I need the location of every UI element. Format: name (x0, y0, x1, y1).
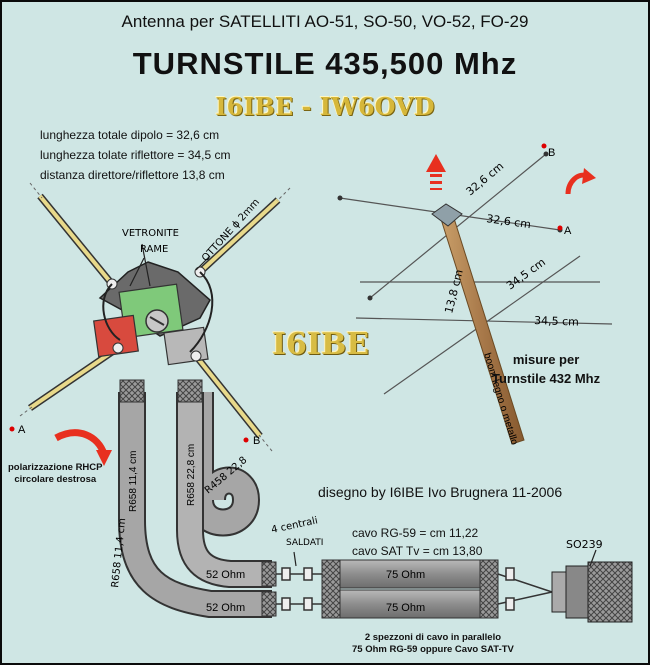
fibreglass-board (93, 261, 211, 366)
point-a-left: A (18, 424, 26, 436)
so239-label: SO239 (566, 538, 603, 551)
rhcp-arrowhead (96, 450, 112, 466)
point-b-left-dot (243, 437, 249, 443)
point-b-right: B (548, 147, 555, 159)
centrali-label: 4 centrali (270, 515, 319, 536)
measures-note: misure per Turnstile 432 Mhz (492, 350, 600, 388)
dim-dipole-2: 32,6 cm (486, 212, 532, 231)
saldati-label: SALDATI (286, 538, 323, 548)
cable-75-ohm-1: 75 Ohm (386, 569, 425, 581)
cable-75-ohm-2: 75 Ohm (386, 602, 425, 614)
dim-reflector-1: 34,5 cm (504, 256, 548, 293)
right-dipole-end-left (337, 195, 343, 201)
coax-loop (186, 392, 261, 537)
cable-52-ohm-2: 52 Ohm (206, 602, 245, 614)
page-subtitle: Antenna per SATELLITI AO-51, SO-50, VO-5… (121, 12, 529, 31)
cable-rg59-length: cavo RG-59 = cm 11,22 (352, 526, 479, 540)
cable-sat-length: cavo SAT Tv = cm 13,80 (352, 544, 483, 558)
dim-reflector-2: 34,5 cm (534, 314, 579, 329)
so239-connector (551, 561, 633, 623)
spec-dipole-length: lunghezza totale dipolo = 32,6 cm (40, 128, 220, 142)
spec-spacing: distanza direttore/riflettore 13,8 cm (40, 168, 225, 182)
point-a-right-dot (557, 225, 563, 231)
spec-reflector-length: lunghezza tolate riflettore = 34,5 cm (40, 148, 231, 162)
point-b-left: B (253, 435, 260, 447)
measures-line-2: Turnstile 432 Mhz (492, 371, 601, 386)
solder-joints (276, 567, 553, 611)
parallel-cable-note: 2 spezzoni di cavo in parallelo 75 Ohm R… (352, 632, 514, 656)
feed-wires (102, 271, 214, 353)
right-center-board (431, 203, 463, 227)
point-b-right-dot (541, 143, 547, 149)
parallel-note-line-1: 2 spezzoni di cavo in parallelo (364, 632, 502, 643)
centrali-pointer (293, 551, 297, 567)
polarization-line-2: circolare destrosa (14, 474, 97, 485)
rotation-arrowhead (582, 168, 596, 184)
parallel-note-line-2: 75 Ohm RG-59 oppure Cavo SAT-TV (352, 644, 514, 655)
phasing-cables (321, 559, 499, 619)
so239-pointer (589, 549, 597, 567)
rod-extensions (19, 182, 291, 452)
callsigns: I6IBE - IW6OVD (215, 92, 435, 121)
page-title: TURNSTILE 435,500 Mhz (132, 46, 518, 81)
polarization-note: polarizzazione RHCP circolare destrosa (8, 462, 103, 486)
ottone-label: OTTONE ϕ 2mm (200, 197, 262, 264)
boom (439, 211, 525, 445)
dipole-rods (28, 193, 281, 439)
author-credit: disegno by I6IBE Ivo Brugnera 11-2006 (318, 484, 563, 500)
point-a-left-dot (9, 426, 15, 432)
right-dipole-end-low (367, 295, 373, 301)
dim-boom: 13,8 cm (442, 268, 465, 315)
rhcp-arrow (54, 429, 108, 456)
label-pointers (129, 243, 211, 287)
right-dipole-end-b (543, 151, 549, 157)
coax-cables (118, 379, 277, 618)
center-callsign: I6IBE (272, 327, 370, 362)
point-a-right: A (564, 225, 572, 237)
up-arrow (426, 154, 446, 190)
vetronite-label: VETRONITE (122, 228, 179, 239)
cable-52-ohm-1: 52 Ohm (206, 569, 245, 581)
r658-label-1: R658 11,4 cm (128, 450, 139, 512)
polarization-line-1: polarizzazione RHCP (8, 462, 103, 473)
measures-line-1: misure per (512, 352, 580, 367)
rame-label: RAME (140, 244, 168, 255)
r658-label-2: R658 22,8 cm (186, 444, 197, 506)
